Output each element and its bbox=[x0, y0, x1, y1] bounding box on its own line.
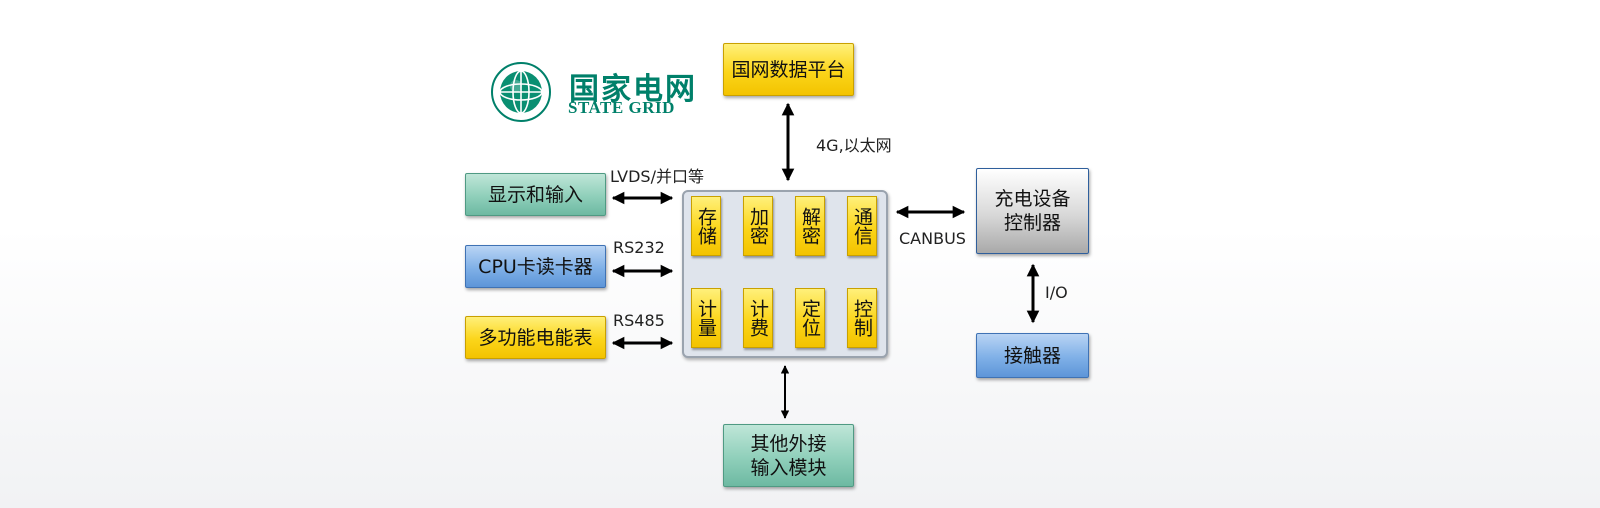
func-encrypt: 加密 bbox=[743, 196, 773, 256]
multifunction-meter-label: 多功能电能表 bbox=[478, 326, 593, 349]
label-canbus: CANBUS bbox=[899, 229, 966, 248]
charging-controller-box: 充电设备 控制器 bbox=[976, 168, 1089, 254]
func-decrypt: 解密 bbox=[795, 196, 825, 256]
func-storage: 存储 bbox=[691, 196, 721, 256]
label-4g-ethernet: 4G,以太网 bbox=[816, 136, 892, 155]
external-input-line2: 输入模块 bbox=[750, 456, 827, 479]
multifunction-meter-box: 多功能电能表 bbox=[465, 316, 606, 359]
national-data-platform-box: 国网数据平台 bbox=[723, 43, 854, 96]
func-positioning: 定位 bbox=[795, 288, 825, 348]
func-control: 控制 bbox=[847, 288, 877, 348]
logo-name-en: STATE GRID bbox=[568, 98, 675, 117]
state-grid-logo-icon bbox=[491, 62, 551, 122]
label-io: I/O bbox=[1045, 283, 1068, 302]
func-metering: 计量 bbox=[691, 288, 721, 348]
label-rs232: RS232 bbox=[613, 238, 665, 257]
contactor-label: 接触器 bbox=[1003, 344, 1061, 367]
label-lvds: LVDS/并口等 bbox=[610, 167, 704, 186]
external-input-module-box: 其他外接 输入模块 bbox=[723, 424, 854, 487]
display-input-label: 显示和输入 bbox=[487, 183, 583, 206]
func-communication: 通信 bbox=[847, 196, 877, 256]
cpu-card-reader-box: CPU卡读卡器 bbox=[465, 245, 606, 288]
func-billing: 计费 bbox=[743, 288, 773, 348]
charging-controller-line1: 充电设备 bbox=[994, 188, 1071, 210]
national-data-platform-label: 国网数据平台 bbox=[731, 58, 846, 81]
core-module: 存储 加密 解密 通信 计量 计费 定位 控制 bbox=[682, 190, 888, 358]
logo-name-cn: 国家电网 bbox=[569, 72, 697, 107]
contactor-box: 接触器 bbox=[976, 333, 1089, 378]
display-input-box: 显示和输入 bbox=[465, 173, 606, 216]
label-rs485: RS485 bbox=[613, 311, 665, 330]
cpu-card-reader-label: CPU卡读卡器 bbox=[478, 255, 593, 278]
charging-controller-line2: 控制器 bbox=[1003, 212, 1061, 234]
external-input-line1: 其他外接 bbox=[750, 432, 827, 455]
